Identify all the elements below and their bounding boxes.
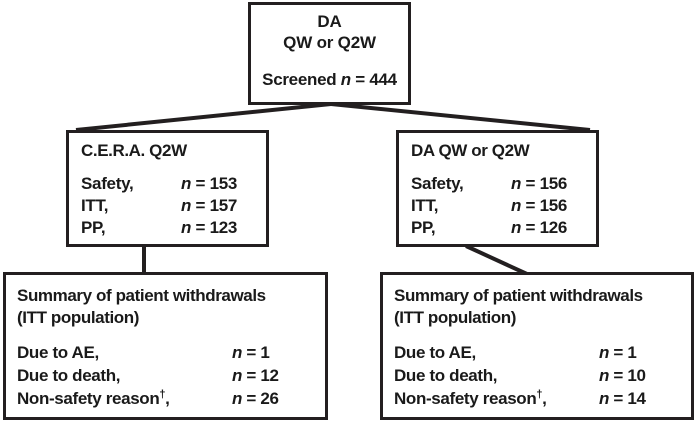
withdrawals-row: Due to AE, n = 1 (394, 341, 691, 364)
n-symbol: n (511, 174, 522, 193)
connector-da-to-withdrawals (465, 244, 528, 276)
withdrawals-row: Due to death, n = 10 (394, 364, 691, 387)
connector-screened-to-da (330, 102, 591, 132)
n-value: = 1 (613, 343, 637, 362)
screened-n-symbol: n (340, 70, 351, 89)
withdrawals-box-cera: Summary of patient withdrawals (ITT popu… (3, 272, 328, 420)
arm-heading-cera: C.E.R.A. Q2W (81, 141, 187, 160)
arm-row: Safety, n = 156 (411, 173, 596, 195)
withdrawals-row-value: n = 26 (232, 387, 279, 410)
withdrawals-title-line2: (ITT population) (17, 308, 140, 327)
withdrawals-row-label: Non-safety reason†, (17, 387, 232, 410)
connector-screened-to-cera (75, 102, 332, 132)
n-value: = 26 (246, 389, 279, 408)
n-value: = 126 (525, 218, 568, 237)
arm-row-value: n = 123 (181, 217, 237, 239)
arm-row-value: n = 156 (511, 173, 567, 195)
withdrawals-rows-cera: Due to AE, n = 1 Due to death, n = 12 No… (17, 341, 325, 410)
n-symbol: n (232, 389, 243, 408)
screened-label: Screened (262, 70, 337, 89)
withdrawals-row-label-text: Non-safety reason (17, 389, 160, 408)
n-symbol: n (232, 366, 243, 385)
withdrawals-row-label: Due to AE, (394, 343, 476, 362)
withdrawals-title-line1: Summary of patient withdrawals (17, 286, 266, 305)
withdrawals-row-label-text: Non-safety reason (394, 389, 537, 408)
withdrawals-row-label: Due to death, (394, 366, 498, 385)
withdrawals-row-label-suffix: , (165, 389, 170, 408)
n-value: = 10 (613, 366, 646, 385)
n-symbol: n (181, 196, 192, 215)
screened-title-line1: DA (317, 12, 342, 31)
n-value: = 1 (246, 343, 270, 362)
n-value: = 157 (195, 196, 238, 215)
arm-rows-cera: Safety, n = 153 ITT, n = 157 PP, n = 123 (81, 173, 266, 239)
arm-row-label: PP, (411, 218, 436, 237)
withdrawals-row-label: Due to death, (17, 366, 121, 385)
arm-row: ITT, n = 157 (81, 195, 266, 217)
withdrawals-row-value: n = 14 (599, 387, 646, 410)
withdrawals-row-label-suffix: , (542, 389, 547, 408)
arm-row: PP, n = 126 (411, 217, 596, 239)
n-value: = 12 (246, 366, 279, 385)
screened-value: = 444 (355, 70, 397, 89)
arm-row-label: ITT, (411, 196, 439, 215)
withdrawals-row-label: Non-safety reason†, (394, 387, 599, 410)
n-value: = 14 (613, 389, 646, 408)
arm-row: ITT, n = 156 (411, 195, 596, 217)
n-symbol: n (599, 343, 610, 362)
n-value: = 123 (195, 218, 238, 237)
withdrawals-row-value: n = 1 (599, 341, 637, 364)
arm-row: Safety, n = 153 (81, 173, 266, 195)
withdrawals-rows-da: Due to AE, n = 1 Due to death, n = 10 No… (394, 341, 691, 410)
arm-row-label: Safety, (411, 174, 464, 193)
withdrawals-row-value: n = 1 (232, 341, 270, 364)
withdrawals-row: Due to AE, n = 1 (17, 341, 325, 364)
withdrawals-title-line2: (ITT population) (394, 308, 517, 327)
withdrawals-title-line1: Summary of patient withdrawals (394, 286, 643, 305)
n-symbol: n (232, 343, 243, 362)
withdrawals-row-label: Due to AE, (17, 343, 99, 362)
arm-row-value: n = 153 (181, 173, 237, 195)
n-value: = 153 (195, 174, 238, 193)
n-symbol: n (181, 174, 192, 193)
screened-count-line: Screened n = 444 (259, 70, 400, 90)
withdrawals-row: Non-safety reason†, n = 14 (394, 387, 691, 410)
withdrawals-row-value: n = 12 (232, 364, 279, 387)
withdrawals-row: Non-safety reason†, n = 26 (17, 387, 325, 410)
arm-row-value: n = 156 (511, 195, 567, 217)
arm-heading-da: DA QW or Q2W (411, 141, 530, 160)
screened-title-line2: QW or Q2W (283, 33, 376, 52)
n-symbol: n (511, 218, 522, 237)
withdrawals-row: Due to death, n = 12 (17, 364, 325, 387)
n-value: = 156 (525, 174, 568, 193)
arm-row: PP, n = 123 (81, 217, 266, 239)
screened-box: DA QW or Q2W Screened n = 444 (248, 2, 411, 105)
dagger-footnote-marker: † (536, 388, 543, 401)
arm-row-value: n = 157 (181, 195, 237, 217)
arm-box-cera: C.E.R.A. Q2W Safety, n = 153 ITT, n = 15… (66, 130, 269, 247)
withdrawals-box-da: Summary of patient withdrawals (ITT popu… (380, 272, 694, 420)
withdrawals-row-value: n = 10 (599, 364, 646, 387)
n-symbol: n (511, 196, 522, 215)
arm-rows-da: Safety, n = 156 ITT, n = 156 PP, n = 126 (411, 173, 596, 239)
arm-row-label: ITT, (81, 196, 109, 215)
arm-box-da: DA QW or Q2W Safety, n = 156 ITT, n = 15… (396, 130, 599, 247)
arm-row-label: PP, (81, 218, 106, 237)
arm-row-value: n = 126 (511, 217, 567, 239)
n-symbol: n (599, 366, 610, 385)
n-symbol: n (599, 389, 610, 408)
arm-row-label: Safety, (81, 174, 134, 193)
n-symbol: n (181, 218, 192, 237)
dagger-footnote-marker: † (159, 388, 166, 401)
n-value: = 156 (525, 196, 568, 215)
